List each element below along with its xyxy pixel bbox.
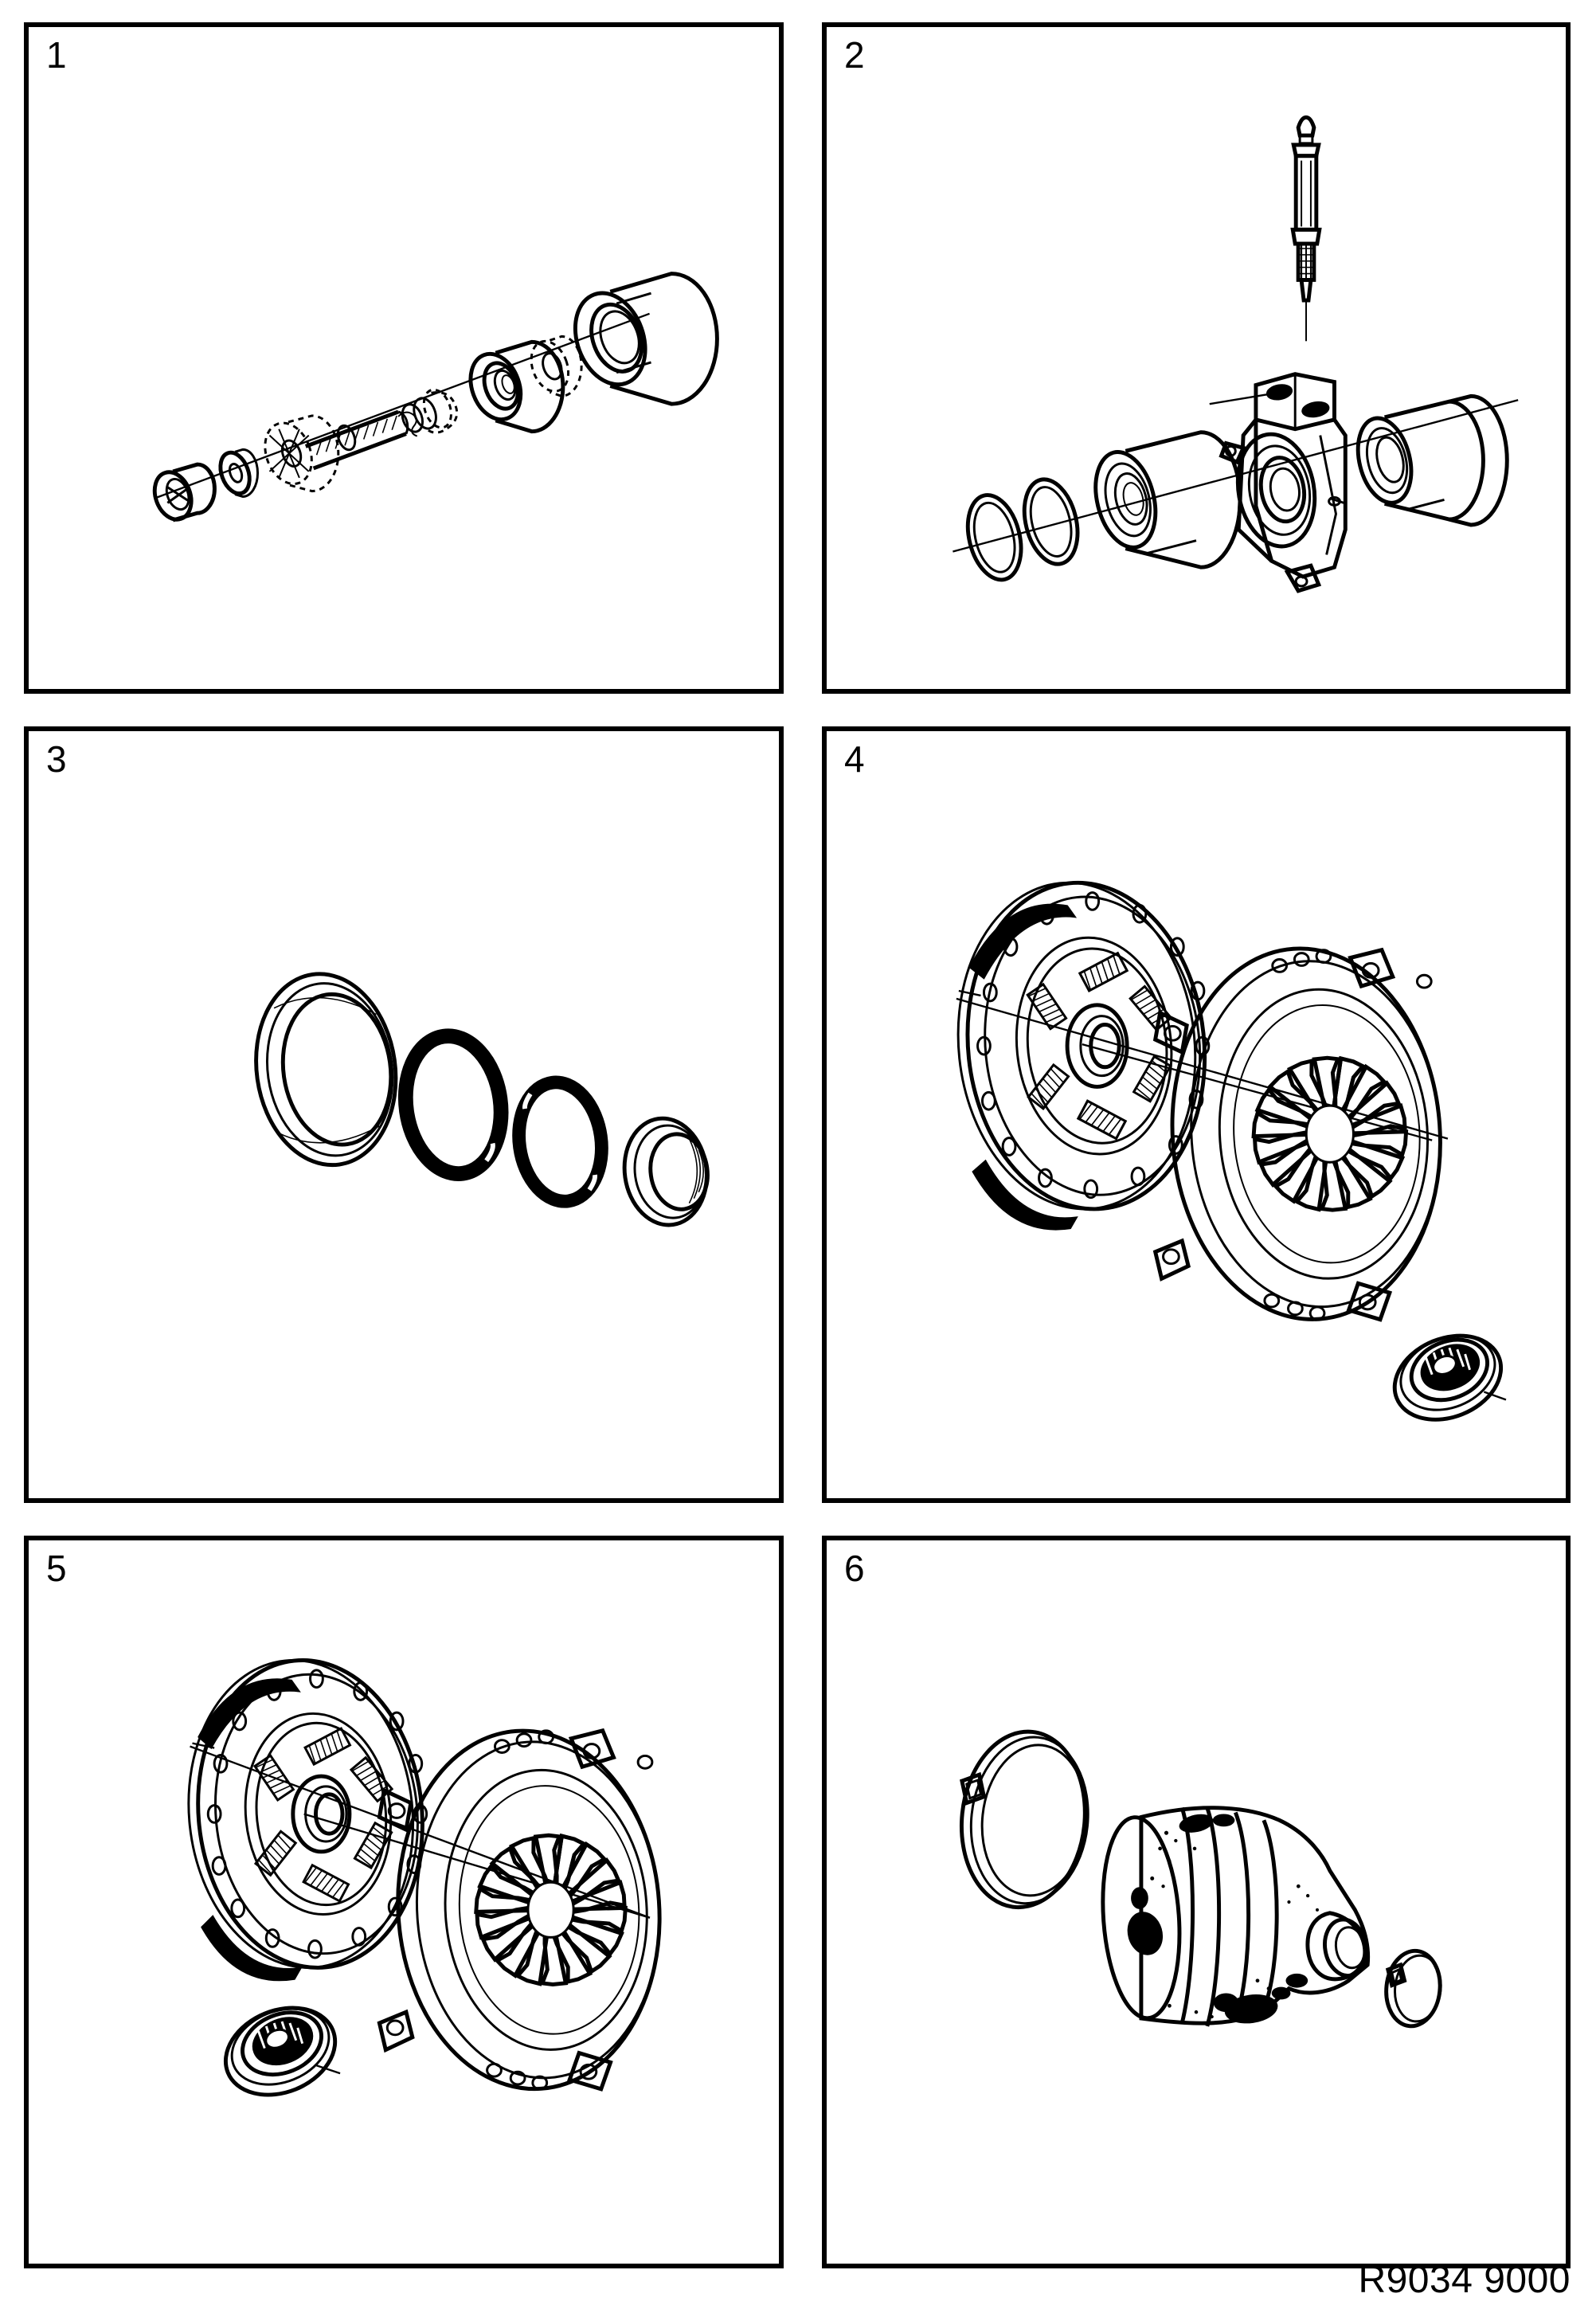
part-outer-race: [573, 272, 719, 406]
reference-code: R9034 9000: [1358, 2259, 1571, 2301]
input-shaft-bearing-assembly-art: [152, 272, 719, 522]
part-ball-bearing: [468, 339, 565, 434]
part-oil-seal-large: [254, 972, 398, 1168]
part-bushing-left: [152, 462, 217, 522]
part-shaft-seal-small: [622, 1116, 710, 1227]
diaphragm-spring: [1248, 1051, 1412, 1215]
cover-mounting-lugs: [377, 1728, 616, 2092]
part-pressure-plate-cover: [377, 1728, 662, 2092]
part-o-ring-medium: [397, 1028, 509, 1181]
part-clutch-friction-disc: [956, 880, 1211, 1231]
part-o-ring-small: [512, 1075, 608, 1208]
part-cylinder-body: [1219, 372, 1348, 593]
friction-lining-rivets: [206, 1669, 428, 1959]
clutch-kit-left-bearing-art: [187, 1658, 662, 2097]
part-needle-roller-set: [397, 388, 459, 437]
diaphragm-spring: [470, 1830, 631, 1991]
panel-6[interactable]: 6: [822, 1536, 1571, 2268]
part-boot-clamp-large: [959, 1729, 1089, 1910]
part-o-ring-1: [965, 493, 1023, 582]
panel-3[interactable]: 3: [24, 726, 784, 1503]
panel-number-1: 1: [46, 34, 67, 76]
part-cv-boot: [1101, 1806, 1371, 2027]
seal-and-o-ring-set-art: [254, 972, 710, 1227]
boot-shading: [1127, 1814, 1308, 2024]
friction-lining-rivets: [976, 891, 1211, 1200]
cv-joint-boot-kit-art: [959, 1729, 1442, 2029]
part-boot-clamp-small: [1384, 1948, 1442, 2029]
clutch-slave-cylinder-art: [953, 115, 1519, 593]
panel-2[interactable]: 2: [822, 22, 1571, 694]
part-piston-left: [1093, 430, 1242, 569]
boot-stipple: [1150, 1828, 1319, 2019]
part-bleed-nipple: [1290, 115, 1322, 342]
panel-4[interactable]: 4: [822, 726, 1571, 1503]
clutch-kit-right-bearing-art: [956, 880, 1507, 1422]
part-o-ring-2: [1022, 477, 1080, 566]
panel-number-2: 2: [844, 34, 865, 76]
cover-rim-holes: [1263, 949, 1433, 1321]
cover-rim-holes: [486, 1729, 654, 2091]
part-release-bearing: [1392, 1333, 1507, 1422]
panel-5[interactable]: 5: [24, 1536, 784, 2268]
part-piston-right: [1355, 393, 1509, 527]
part-shaft: [304, 409, 409, 471]
panel-number-6: 6: [844, 1548, 865, 1589]
part-pressure-plate-cover: [1152, 946, 1442, 1322]
panel-1[interactable]: 1: [24, 22, 784, 694]
panel-number-4: 4: [844, 738, 865, 780]
part-washer-1: [218, 448, 259, 498]
panel-number-3: 3: [46, 738, 67, 780]
part-shim-washer: [530, 335, 583, 397]
part-spline-washer: [264, 414, 340, 493]
cover-mounting-lugs: [1152, 947, 1396, 1322]
panel-number-5: 5: [46, 1548, 67, 1589]
part-release-bearing: [223, 2006, 341, 2097]
